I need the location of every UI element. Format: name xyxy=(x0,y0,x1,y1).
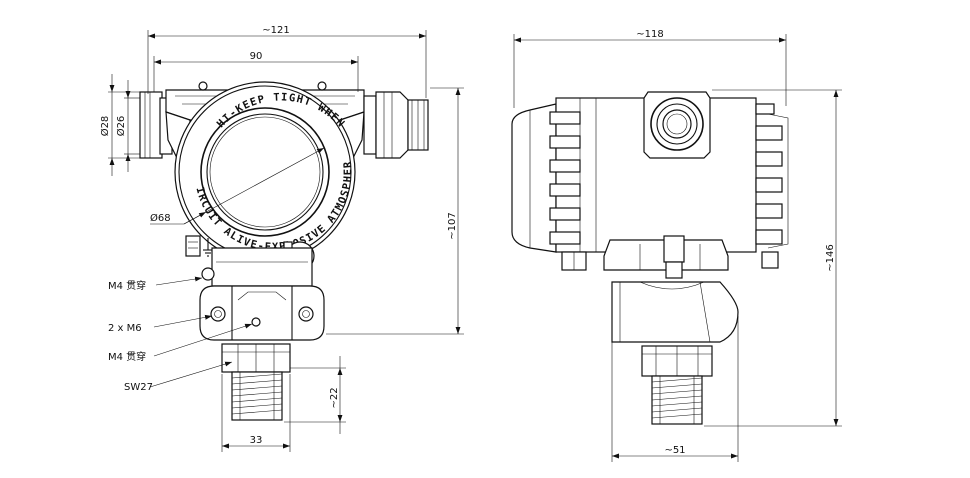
label-sw27: SW27 xyxy=(124,382,153,393)
side-dim-base-width: ~51 xyxy=(664,445,685,456)
flange xyxy=(199,285,325,341)
earth-terminal xyxy=(185,235,213,257)
dim-thread-length: ~22 xyxy=(329,387,340,408)
side-dim-width: ~118 xyxy=(636,29,663,40)
side-bracket xyxy=(603,235,729,279)
front-view: HI-KEEP TIGHT WHEN CIRCUIT ALIVE-EXPLOSI… xyxy=(0,0,464,452)
side-hex-nut xyxy=(641,345,713,377)
side-gland xyxy=(643,91,711,159)
side-thread xyxy=(651,375,703,425)
side-dim-height: ~146 xyxy=(825,244,836,271)
dim-total-width: ~121 xyxy=(262,25,289,36)
dim-outer-dia: Ø28 xyxy=(99,116,111,137)
thread xyxy=(231,371,283,421)
dim-cover-dia: Ø68 xyxy=(150,212,171,224)
right-gland xyxy=(363,91,429,159)
label-m4-lower: M4 贯穿 xyxy=(108,350,146,363)
side-view: ~118 ~146 ~51 xyxy=(511,29,842,462)
label-m6: 2 x M6 xyxy=(108,323,142,334)
dim-body-width: 90 xyxy=(250,51,263,62)
label-m4-upper: M4 贯穿 xyxy=(108,279,146,292)
dim-height: ~107 xyxy=(447,212,458,239)
neck xyxy=(201,247,313,287)
dim-base-width: 33 xyxy=(250,435,263,446)
hex-nut xyxy=(221,343,291,373)
left-ribs xyxy=(549,111,587,271)
sensor-body xyxy=(611,281,739,343)
right-ribs xyxy=(755,103,789,269)
dim-inner-dia: Ø26 xyxy=(115,116,127,137)
rear-dome xyxy=(511,103,557,253)
